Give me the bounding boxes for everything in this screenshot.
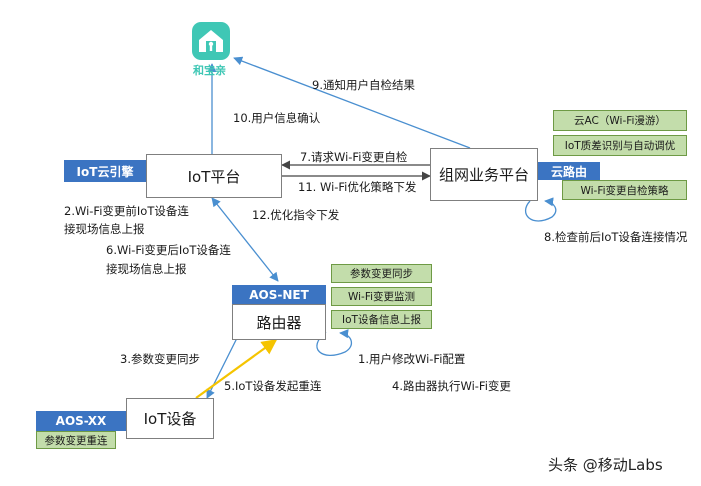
step-12-label: 12.优化指令下发 (252, 208, 340, 222)
iot-cloud-engine-tag: IoT云引擎 (64, 160, 146, 182)
feature-param-reconnect: 参数变更重连 (36, 431, 116, 449)
iot-device-node: IoT设备 (126, 398, 214, 439)
loop-check-connections (524, 197, 557, 222)
loop-user-modify-wifi (316, 329, 353, 356)
feature-iot-quality: IoT质差识别与自动调优 (553, 135, 687, 156)
aos-net-tag: AOS-NET (232, 285, 326, 304)
cloud-router-tag: 云路由 (538, 162, 600, 180)
arrow-reconnect (195, 339, 278, 399)
step-4-label: 4.路由器执行Wi-Fi变更 (392, 379, 511, 393)
step-11-label: 11. Wi-Fi优化策略下发 (298, 180, 417, 194)
step-6-label-line2: 接现场信息上报 (106, 262, 187, 276)
step-8-label: 8.检查前后IoT设备连接情况 (544, 230, 688, 244)
feature-wifi-self-check-policy: Wi-Fi变更自检策略 (562, 180, 687, 200)
watermark: 头条 @移动Labs (548, 456, 663, 474)
iot-platform-node: IoT平台 (146, 154, 282, 198)
step-10-label: 10.用户信息确认 (233, 111, 321, 125)
step-9-label: 9.通知用户自检结果 (312, 78, 415, 92)
step-6-label-line1: 6.Wi-Fi变更后IoT设备连 (106, 243, 231, 257)
router-label: 路由器 (256, 313, 302, 332)
step-1-label: 1.用户修改Wi-Fi配置 (358, 352, 466, 366)
router-node: 路由器 (232, 304, 326, 340)
feature-iot-report: IoT设备信息上报 (331, 310, 432, 329)
step-3-label: 3.参数变更同步 (120, 352, 200, 366)
network-platform-node: 组网业务平台 (430, 148, 538, 201)
iot-device-label: IoT设备 (143, 410, 197, 428)
step-7-label: 7.请求Wi-Fi变更自检 (300, 150, 408, 164)
app-logo (192, 22, 230, 60)
home-icon (199, 30, 223, 52)
feature-param-sync: 参数变更同步 (331, 264, 432, 283)
arrow-optimization-command (211, 197, 279, 282)
arrow-notify-user (233, 56, 471, 149)
network-platform-label: 组网业务平台 (438, 166, 529, 184)
step-5-label: 5.IoT设备发起重连 (224, 379, 322, 393)
feature-wifi-monitor: Wi-Fi变更监测 (331, 287, 432, 306)
step-2-label-line1: 2.Wi-Fi变更前IoT设备连 (64, 204, 189, 218)
step-2-label-line2: 接现场信息上报 (64, 222, 145, 236)
feature-cloud-ac: 云AC（Wi-Fi漫游） (553, 110, 687, 131)
aos-xx-tag: AOS-XX (36, 411, 126, 431)
iot-platform-label: IoT平台 (187, 167, 241, 186)
app-name: 和宝亲 (193, 64, 226, 77)
